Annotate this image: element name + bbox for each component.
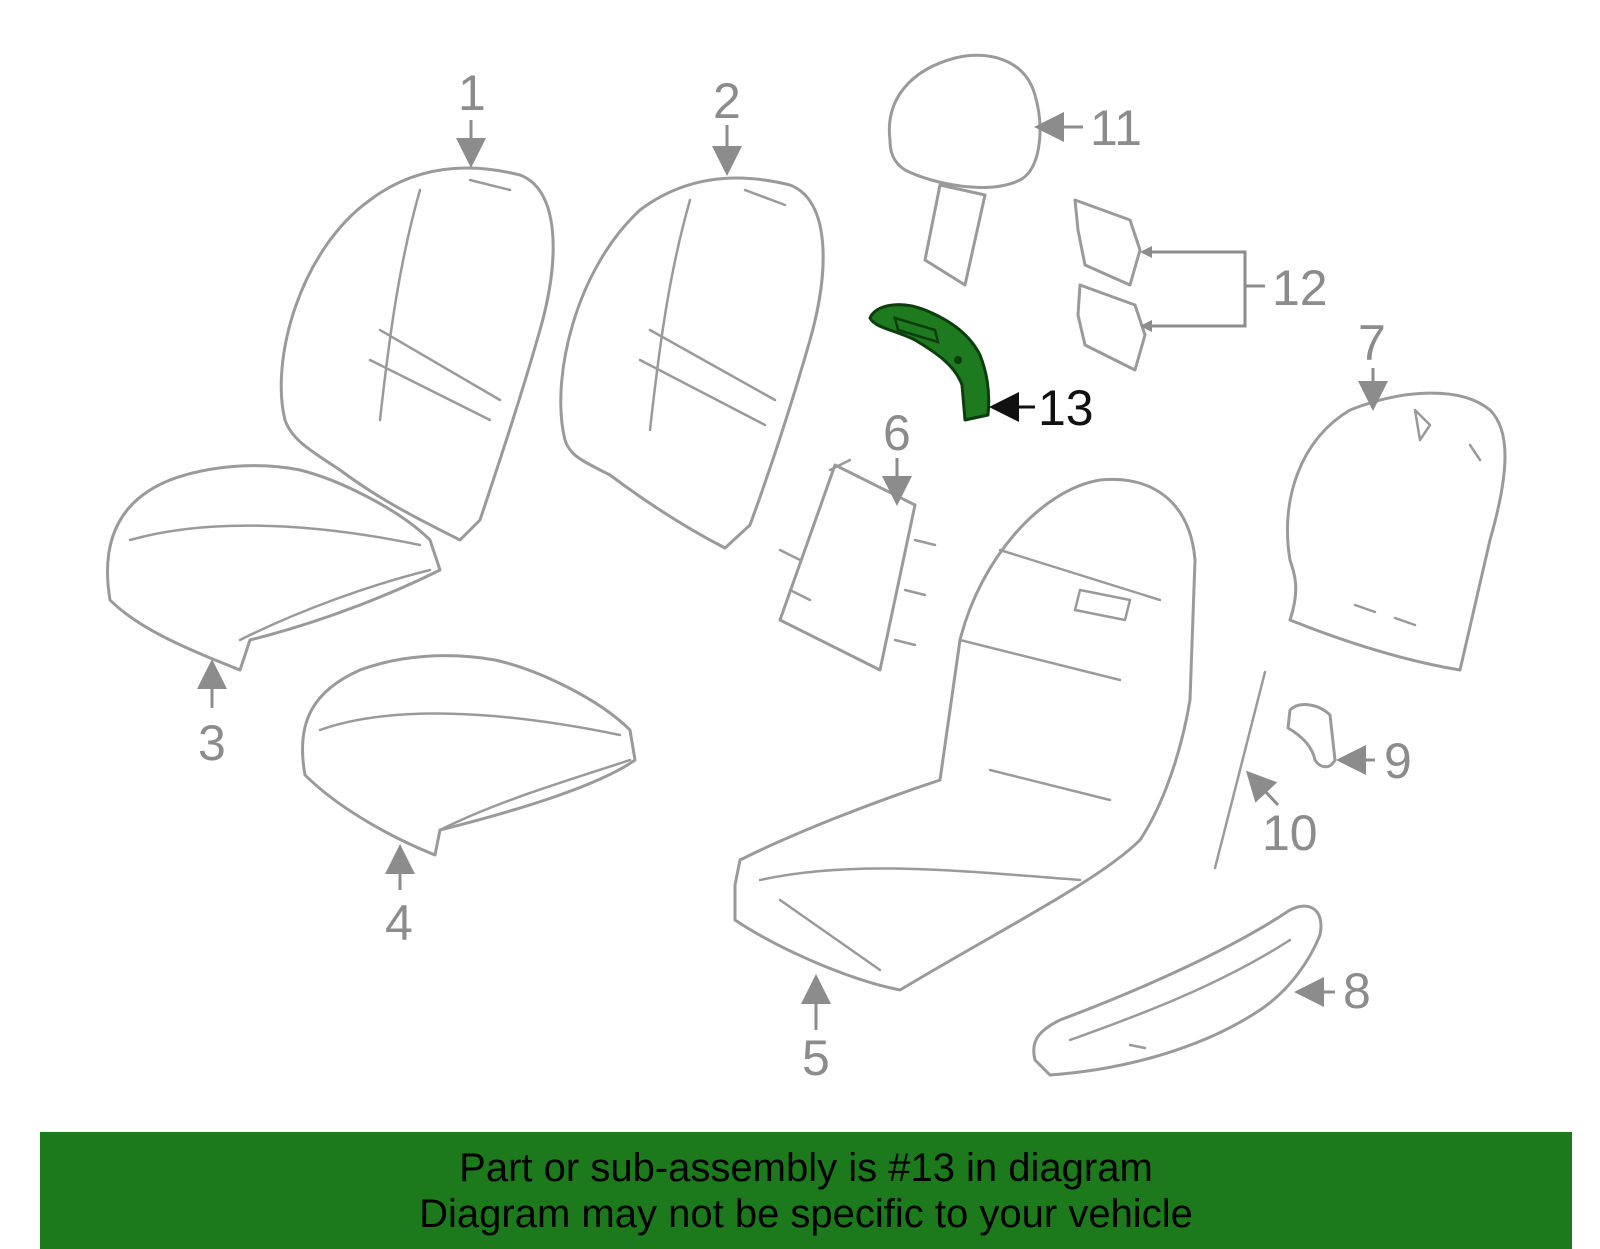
part-9-clip[interactable] bbox=[1286, 703, 1337, 769]
callout-11: 11 bbox=[1090, 100, 1142, 156]
part-7-seat-back-panel[interactable] bbox=[1286, 391, 1507, 672]
callout-6: 6 bbox=[883, 405, 911, 461]
callout-8: 8 bbox=[1343, 963, 1371, 1019]
callout-4: 4 bbox=[385, 895, 413, 951]
seat-parts-diagram: 1 2 3 4 5 6 7 8 9 10 11 12 13 bbox=[106, 53, 1507, 1086]
part-11-headrest[interactable] bbox=[887, 53, 1042, 287]
part-1-seat-back-cover[interactable] bbox=[279, 166, 555, 542]
callout-9: 9 bbox=[1384, 733, 1412, 789]
callout-3: 3 bbox=[198, 715, 226, 771]
part-2-seat-back-cushion[interactable] bbox=[559, 176, 825, 550]
info-banner: Part or sub-assembly is #13 in diagram D… bbox=[40, 1132, 1572, 1249]
part-3-seat-cushion-cover[interactable] bbox=[106, 464, 442, 672]
part-8-side-shield[interactable] bbox=[1032, 904, 1323, 1077]
part-6-lumbar-panel[interactable] bbox=[778, 458, 937, 672]
part-12-headrest-guides[interactable] bbox=[1073, 198, 1147, 372]
callout-10: 10 bbox=[1262, 805, 1318, 861]
callout-12: 12 bbox=[1272, 260, 1328, 316]
part-5-seat-frame[interactable] bbox=[733, 477, 1197, 992]
callout-7: 7 bbox=[1358, 315, 1386, 371]
callout-5: 5 bbox=[802, 1030, 830, 1086]
part-13-highlighted-trim[interactable] bbox=[868, 303, 991, 422]
callout-2: 2 bbox=[713, 73, 741, 129]
callout-1: 1 bbox=[458, 65, 486, 121]
part-10-rod[interactable] bbox=[1213, 670, 1267, 870]
part-4-seat-cushion-pad[interactable] bbox=[300, 654, 637, 857]
banner-line-1: Part or sub-assembly is #13 in diagram bbox=[459, 1145, 1153, 1190]
callout-13: 13 bbox=[1038, 380, 1094, 436]
banner-line-2: Diagram may not be specific to your vehi… bbox=[419, 1191, 1193, 1236]
